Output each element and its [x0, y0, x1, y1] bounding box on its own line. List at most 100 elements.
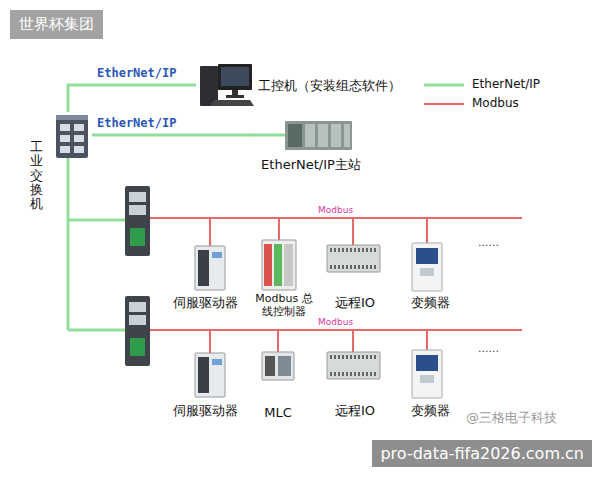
url-watermark: pro-data-fifa2026.com.cn — [372, 440, 592, 467]
plc-module — [318, 124, 328, 147]
switch-body — [56, 115, 88, 158]
watermark: @三格电子科技 — [466, 409, 557, 427]
link-label: EtherNet/IP — [97, 116, 176, 130]
remote-io-terminals — [330, 355, 377, 359]
ethernet-trunk — [67, 158, 70, 330]
ethernet-branch — [68, 329, 125, 332]
mlc-module — [265, 356, 275, 376]
bus-label: Modbus — [318, 205, 353, 215]
remote-io-node: 远程IO — [324, 240, 386, 312]
servo-panel — [198, 250, 209, 286]
switch-port — [60, 146, 70, 153]
plc-module — [305, 124, 315, 147]
servo-body — [195, 246, 225, 290]
controller-node: Modbus 总线控制器 — [250, 236, 318, 318]
master-label: EtherNet/IP主站 — [261, 156, 361, 174]
pc-node: 工控机（安装组态软件） — [196, 62, 407, 110]
device-label: 伺服驱动器 — [173, 294, 238, 312]
continuation-dots: ...... — [478, 342, 499, 355]
pc-base — [226, 95, 244, 98]
pc-icon — [200, 64, 254, 106]
bus-drop — [426, 218, 428, 243]
mlc-icon — [262, 352, 294, 380]
gateway-icon — [125, 296, 150, 366]
servo-node: 伺服驱动器 — [169, 346, 241, 420]
remote-io-icon — [327, 352, 380, 379]
remote-io-body — [327, 245, 380, 272]
bus-drop — [278, 218, 280, 240]
servo-icon — [195, 353, 225, 397]
servo-panel — [198, 357, 209, 393]
legend-samples — [424, 85, 464, 104]
bus-drop — [352, 330, 354, 352]
bus-drop — [209, 218, 211, 246]
plc-body — [285, 121, 352, 150]
switch-port — [74, 124, 84, 131]
modbus-wires — [150, 218, 522, 353]
gateway-terminal — [130, 338, 145, 356]
ethernet-wires — [68, 135, 286, 330]
gateway-icon — [125, 186, 150, 256]
vfd-panel — [416, 355, 438, 371]
legend-text: Modbus — [472, 96, 519, 110]
plc-cpu — [288, 124, 302, 147]
legend-line — [424, 103, 464, 105]
bus-drop — [352, 218, 354, 245]
ethernet-stub — [250, 134, 286, 137]
bus-drop — [209, 330, 211, 353]
gateway-port — [129, 315, 146, 325]
pc-label: 工控机（安装组态软件） — [258, 77, 401, 95]
controller-module — [274, 244, 282, 286]
remote-io-terminals — [330, 372, 377, 376]
group-banner: 世界杯集团 — [10, 10, 103, 39]
switch-port — [74, 146, 84, 153]
device-label: 变频器 — [411, 294, 450, 312]
pc-keyboard — [210, 100, 254, 106]
bus-drop — [426, 330, 428, 350]
gateway-body — [125, 186, 150, 256]
servo-display — [212, 252, 222, 258]
vfd-icon — [412, 350, 442, 398]
servo-node: 伺服驱动器 — [169, 240, 241, 312]
remote-io-node: 远程IO — [324, 346, 386, 420]
mlc-module — [278, 356, 291, 376]
switch-label: 工业交换机 — [30, 140, 43, 211]
controller-module — [264, 244, 272, 286]
legend-text: EtherNet/IP — [472, 77, 540, 91]
gateway-port — [129, 302, 146, 312]
vfd-body — [412, 350, 442, 398]
vfd-icon — [412, 243, 442, 291]
ethernet-branch — [68, 219, 125, 222]
ethernet-link — [92, 134, 252, 137]
remote-io-body — [327, 352, 380, 379]
device-label: Modbus 总线控制器 — [253, 292, 315, 318]
bus-label: Modbus — [318, 317, 353, 327]
switch-port — [60, 124, 70, 131]
vfd-keypad — [420, 375, 434, 383]
pc-monitor — [218, 64, 252, 90]
vfd-node: 变频器 — [402, 238, 458, 312]
switch-top — [56, 115, 88, 120]
legend-line — [424, 84, 464, 87]
switch-port — [60, 135, 70, 142]
remote-io-icon — [327, 245, 380, 272]
link-label: EtherNet/IP — [97, 66, 176, 80]
remote-io-terminals — [330, 248, 377, 252]
plc-module — [331, 124, 341, 147]
plc-module — [344, 124, 350, 147]
servo-body — [195, 353, 225, 397]
gateway-port — [129, 205, 146, 215]
vfd-node: 变频器 — [402, 346, 458, 420]
plc-icon — [285, 121, 352, 150]
device-label: 远程IO — [335, 294, 375, 312]
mlc-node: MLC — [255, 346, 301, 420]
gateway-terminal — [130, 228, 145, 246]
remote-io-terminals — [330, 265, 377, 269]
ethernet-link — [68, 85, 196, 112]
servo-icon — [195, 246, 225, 290]
pc-screen — [221, 67, 249, 86]
gateway-body — [125, 296, 150, 366]
